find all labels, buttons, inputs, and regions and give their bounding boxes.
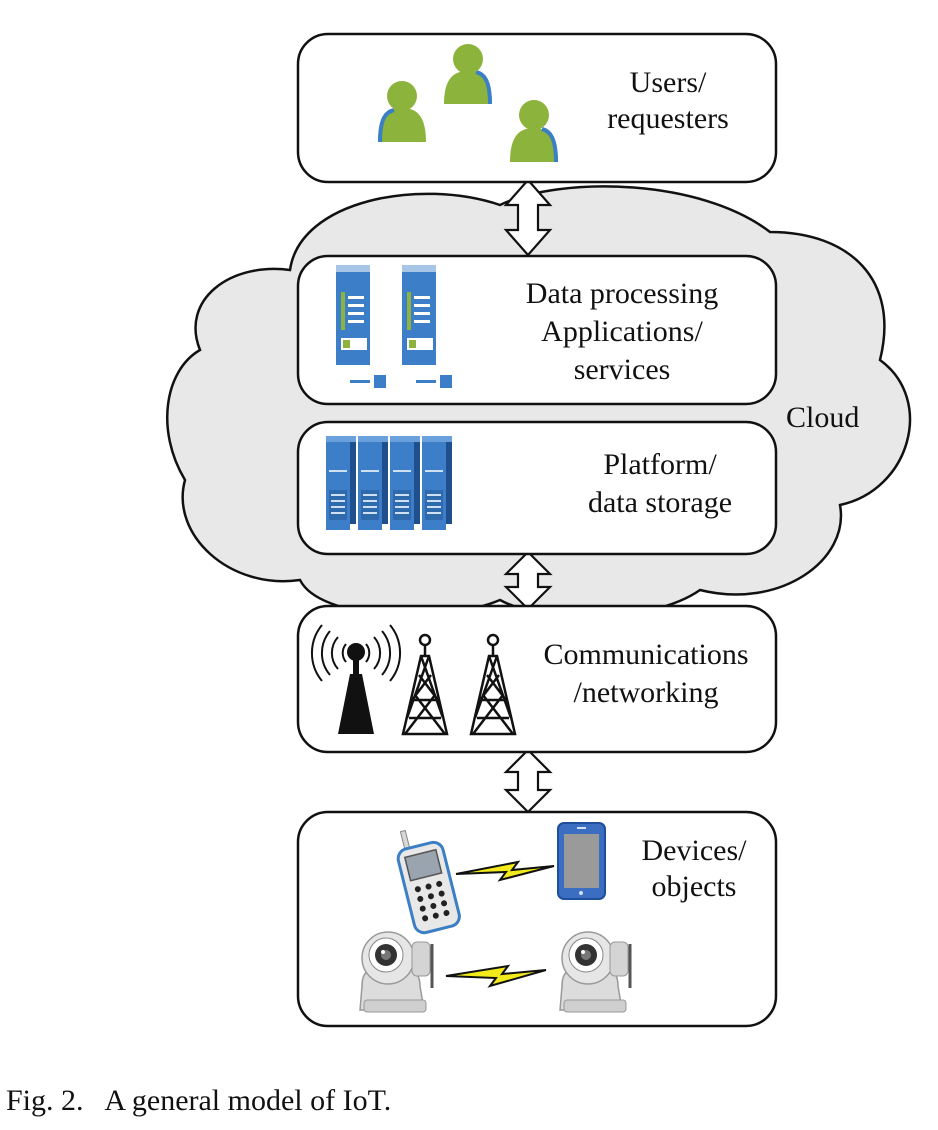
storage-rack-icon <box>358 436 388 530</box>
processing-label-line3: services <box>574 353 671 386</box>
cell-tower-icon <box>469 633 517 736</box>
processing-label-line2: Applications/ <box>541 315 703 348</box>
communications-label-line1: Communications <box>544 638 749 671</box>
users-label-line1: Users/ <box>630 66 707 99</box>
platform-label-line2: data storage <box>588 486 732 519</box>
lightning-link-icon <box>455 860 555 882</box>
ip-camera-icon <box>359 931 434 1013</box>
cell-tower-icon <box>401 633 449 736</box>
users-label-line2: requesters <box>607 102 729 135</box>
devices-label-line1: Devices/ <box>642 834 748 867</box>
smartphone-icon <box>557 822 606 900</box>
communications-layer-box <box>296 604 778 754</box>
lightning-link-icon <box>445 964 547 988</box>
platform-label-line1: Platform/ <box>603 448 717 481</box>
figure-caption: Fig. 2. A general model of IoT. <box>6 1084 392 1117</box>
double-arrow <box>503 748 553 814</box>
ip-camera-icon <box>559 931 632 1013</box>
mobile-phone-icon <box>396 829 461 935</box>
user-icon <box>378 81 426 143</box>
user-icon <box>444 44 492 105</box>
storage-rack-icon <box>390 436 420 530</box>
user-icon <box>510 100 558 163</box>
devices-label-line2: objects <box>652 870 737 903</box>
processing-label-line1: Data processing <box>526 277 718 310</box>
wireless-antenna-icon <box>311 624 401 734</box>
server-icon <box>402 265 452 388</box>
cloud-label: Cloud <box>786 401 859 434</box>
storage-rack-icon <box>326 436 356 530</box>
communications-label-line2: /networking <box>574 676 719 709</box>
storage-rack-icon <box>422 436 452 530</box>
server-icon <box>336 265 386 388</box>
